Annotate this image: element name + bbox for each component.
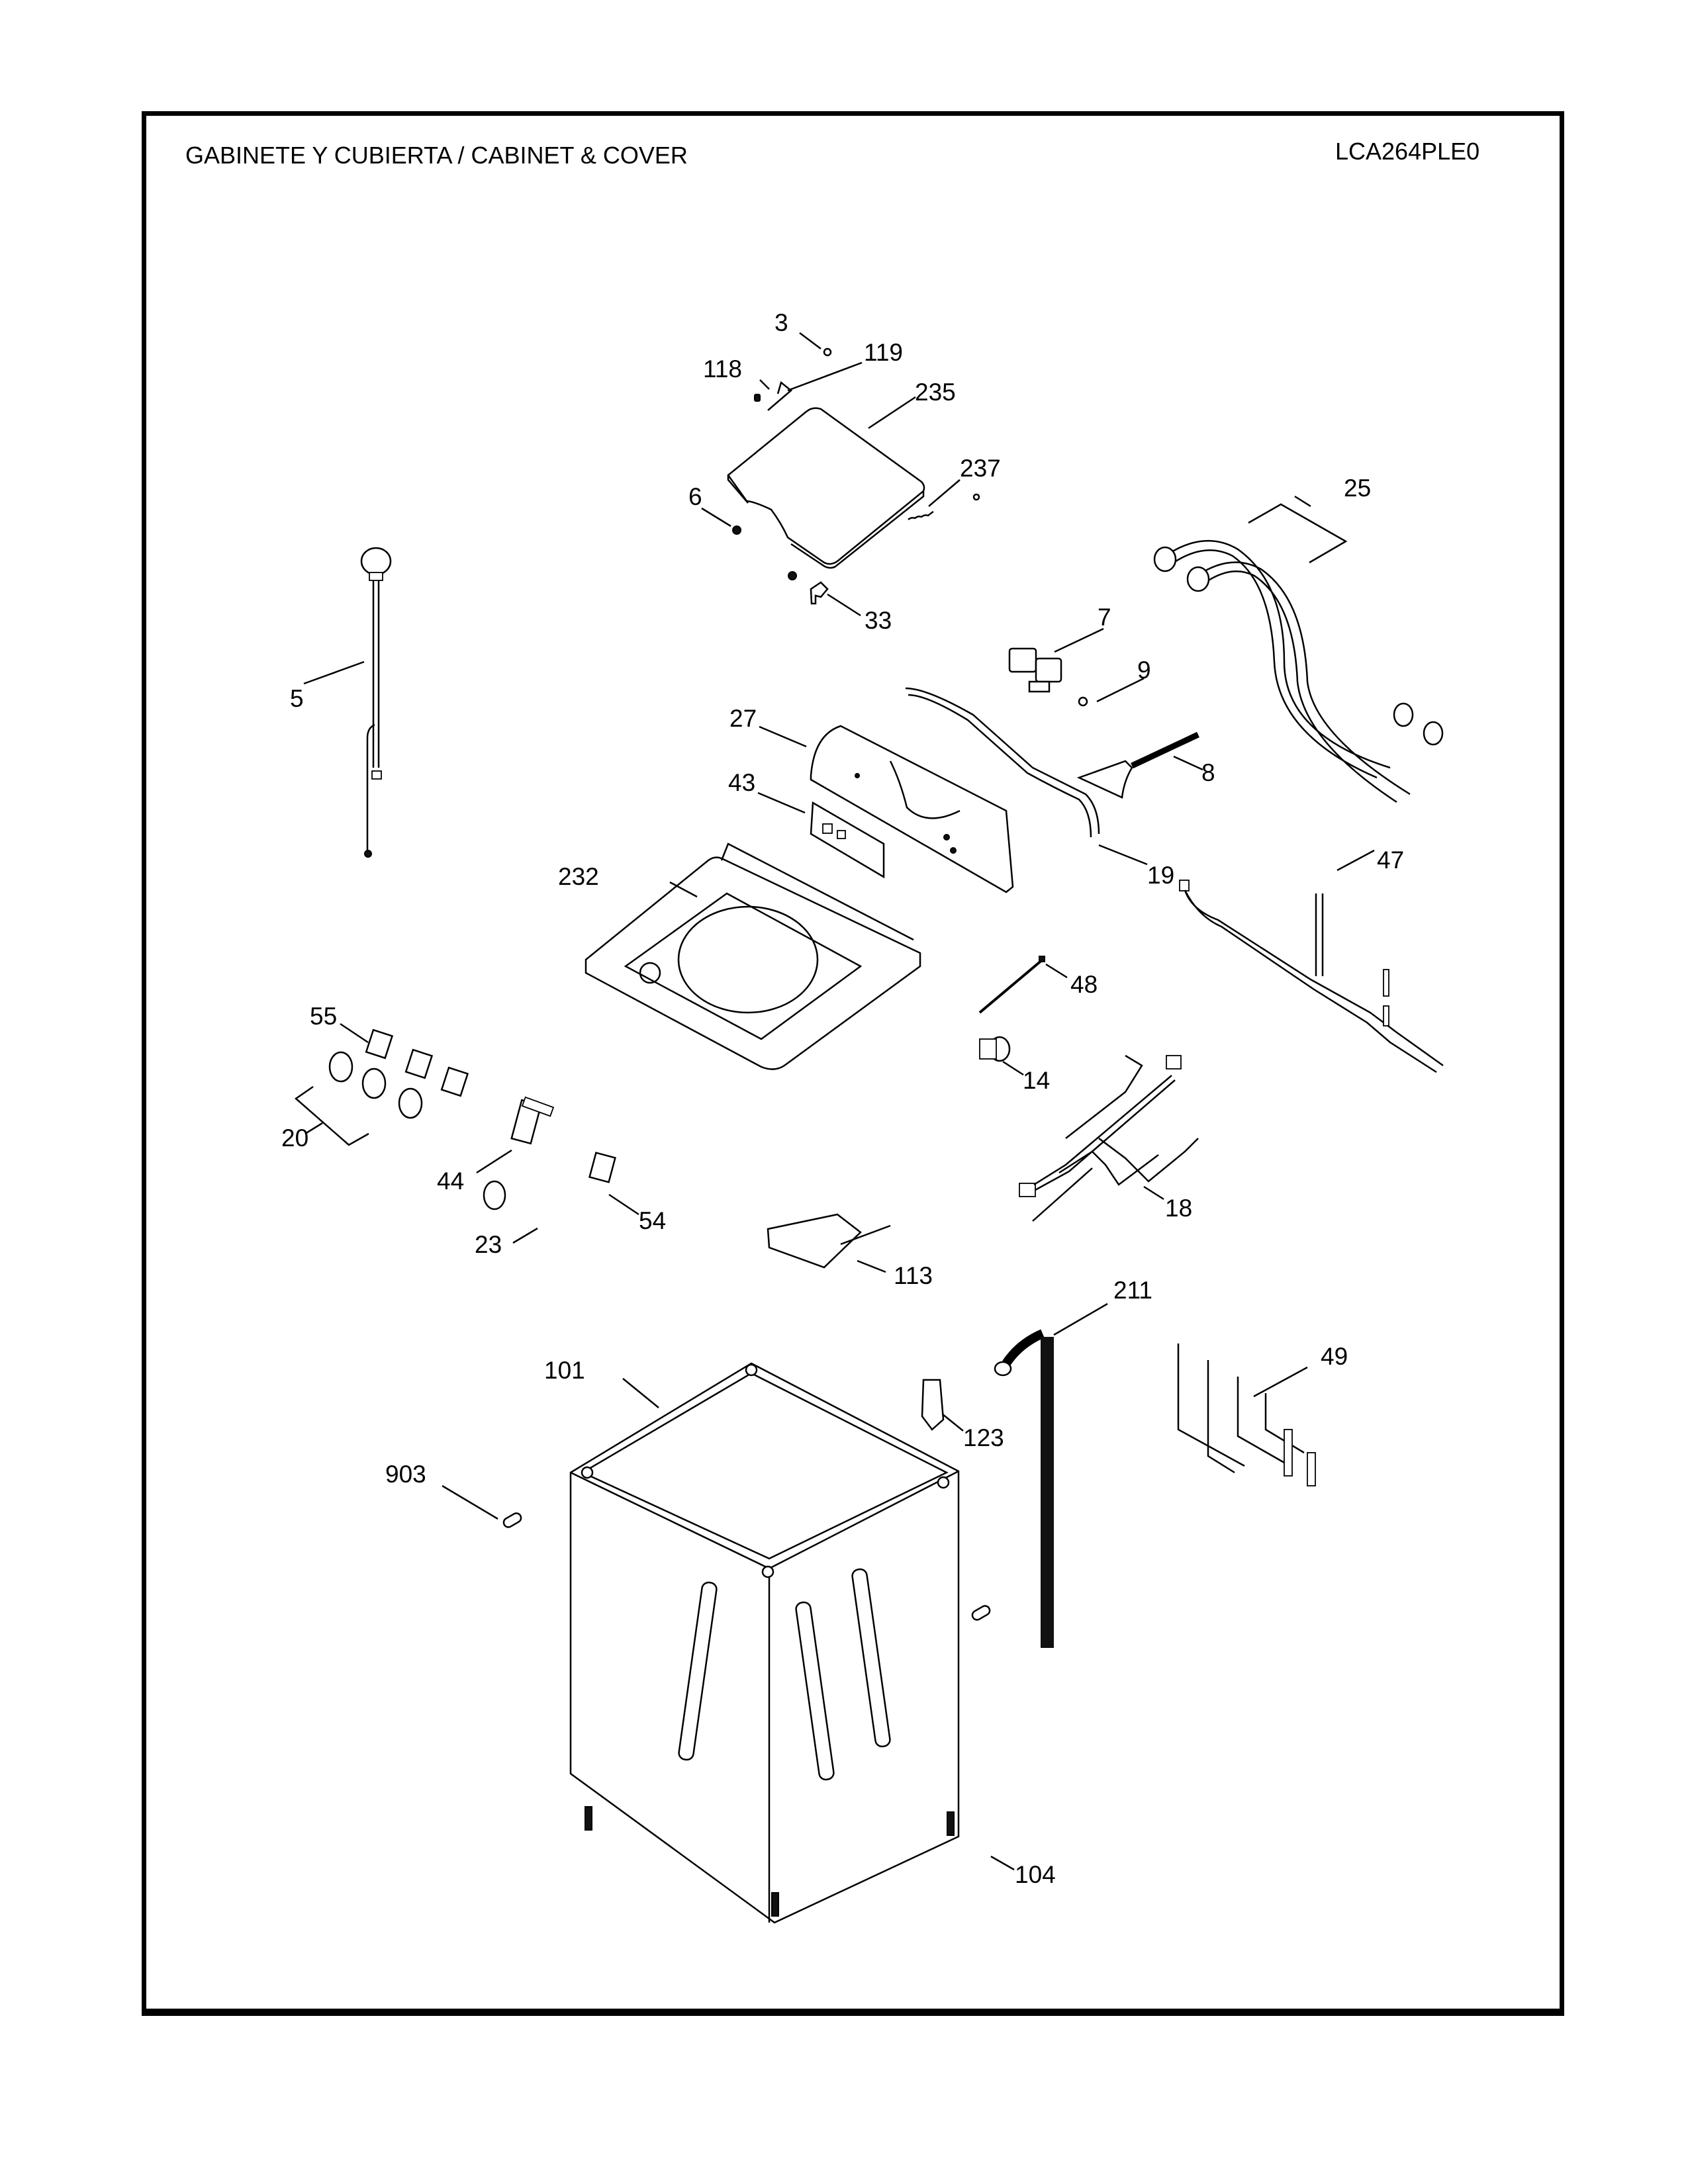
callout-19[interactable]: 19 xyxy=(1147,862,1174,889)
part-14-pressure-sensor[interactable] xyxy=(979,1036,1011,1062)
part-48-cable-tie[interactable] xyxy=(978,956,1045,1014)
diagram-frame xyxy=(142,111,1564,2016)
part-113-lid-switch[interactable] xyxy=(767,1213,891,1269)
callout-235[interactable]: 235 xyxy=(915,379,956,406)
callout-labels: 3 118 119 235 237 6 33 25 5 7 9 27 8 43 … xyxy=(281,309,1404,1888)
part-20-knobs[interactable] xyxy=(294,1051,423,1146)
callout-118[interactable]: 118 xyxy=(703,355,742,383)
part-123-hose-bracket[interactable] xyxy=(921,1379,945,1431)
part-237-lid-spring[interactable] xyxy=(908,493,980,521)
part-18-harness[interactable] xyxy=(1019,1054,1199,1222)
part-104-leveling-legs[interactable] xyxy=(585,1806,955,1917)
part-25-inlet-hoses[interactable] xyxy=(1153,539,1444,803)
callout-8[interactable]: 8 xyxy=(1201,759,1215,786)
callout-119[interactable]: 119 xyxy=(864,339,903,366)
part-43-pcb[interactable] xyxy=(810,801,885,879)
callout-18[interactable]: 18 xyxy=(1165,1195,1192,1222)
part-903-handle-cover[interactable] xyxy=(502,1512,991,1621)
part-54-encoder-switch[interactable] xyxy=(588,1152,616,1183)
part-33-lock-bracket[interactable] xyxy=(810,581,829,605)
callout-211[interactable]: 211 xyxy=(1113,1277,1152,1304)
callout-54[interactable]: 54 xyxy=(639,1207,666,1234)
part-47-main-harness[interactable] xyxy=(1179,880,1444,1073)
part-19-hose[interactable] xyxy=(905,687,1100,838)
part-49-harness[interactable] xyxy=(1177,1343,1316,1486)
part-7-water-valve[interactable] xyxy=(1008,647,1062,693)
callout-44[interactable]: 44 xyxy=(437,1167,464,1195)
callout-14[interactable]: 14 xyxy=(1023,1067,1050,1094)
callout-9[interactable]: 9 xyxy=(1137,657,1151,684)
part-119-hinge-spring[interactable] xyxy=(767,381,792,411)
part-211-drain-hose[interactable] xyxy=(994,1329,1054,1648)
part-232-top-cover[interactable] xyxy=(585,842,921,1070)
callout-6[interactable]: 6 xyxy=(688,483,702,510)
callout-3[interactable]: 3 xyxy=(774,309,788,336)
callout-23[interactable]: 23 xyxy=(475,1231,502,1258)
part-55-encoder-switches[interactable] xyxy=(365,1028,469,1097)
part-27-control-panel[interactable] xyxy=(810,725,1014,893)
model-number: LCA264PLE0 xyxy=(1335,138,1480,165)
callout-33[interactable]: 33 xyxy=(865,607,892,634)
callout-49[interactable]: 49 xyxy=(1321,1343,1348,1370)
callout-113[interactable]: 113 xyxy=(894,1262,933,1289)
callout-5[interactable]: 5 xyxy=(290,685,304,712)
part-6-bumper[interactable] xyxy=(732,525,797,580)
part-8-dispenser-nozzle[interactable] xyxy=(1076,731,1199,799)
callout-48[interactable]: 48 xyxy=(1070,971,1098,998)
part-5-power-cord[interactable] xyxy=(360,547,392,858)
callout-104[interactable]: 104 xyxy=(1015,1861,1056,1888)
part-235-top-lid[interactable] xyxy=(727,407,925,569)
callout-237[interactable]: 237 xyxy=(960,455,1001,482)
diagram-title: GABINETE Y CUBIERTA / CABINET & COVER xyxy=(185,142,688,169)
callout-232[interactable]: 232 xyxy=(558,863,599,890)
callout-101[interactable]: 101 xyxy=(544,1357,585,1384)
callout-43[interactable]: 43 xyxy=(728,769,755,796)
callout-903[interactable]: 903 xyxy=(385,1461,426,1488)
part-118-clip[interactable] xyxy=(754,394,761,402)
callout-47[interactable]: 47 xyxy=(1377,846,1404,874)
part-9-hose-clamp[interactable] xyxy=(1078,696,1088,707)
callout-20[interactable]: 20 xyxy=(281,1124,308,1152)
callout-25[interactable]: 25 xyxy=(1344,475,1371,502)
leader-lines xyxy=(303,332,1375,1871)
part-44-button-assembly[interactable] xyxy=(510,1096,555,1145)
part-101-cabinet[interactable] xyxy=(569,1362,960,1924)
callout-27[interactable]: 27 xyxy=(729,705,757,732)
callout-123[interactable]: 123 xyxy=(963,1424,1004,1451)
callout-55[interactable]: 55 xyxy=(310,1003,337,1030)
part-23-knob[interactable] xyxy=(483,1180,506,1210)
part-3-screw[interactable] xyxy=(823,347,832,357)
callout-7[interactable]: 7 xyxy=(1098,604,1111,631)
